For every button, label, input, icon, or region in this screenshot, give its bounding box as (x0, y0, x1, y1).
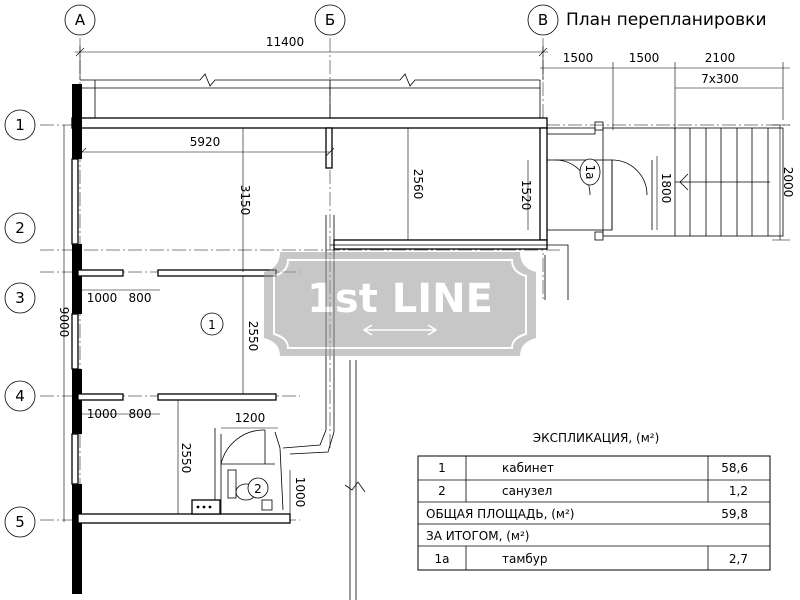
svg-text:В: В (538, 11, 548, 29)
interior-dimensions: 5920 3150 2560 2550 2550 9000 1000 800 1… (57, 124, 795, 522)
room-marker-2: 2 (247, 477, 269, 499)
svg-text:5: 5 (15, 513, 25, 531)
dim-1800: 1800 (659, 173, 673, 204)
dim-3150: 3150 (238, 185, 252, 216)
watermark-text: 1st LINE (307, 276, 493, 322)
explication-row-1-num: 1 (438, 461, 446, 475)
axis-bubble-3: 3 (4, 282, 36, 314)
dim-room-width: 5920 (190, 135, 221, 149)
axis-bubble-v: В (527, 4, 559, 36)
room-marker-1: 1 (200, 312, 224, 336)
explication-row-2-num: 2 (438, 484, 446, 498)
dim-total-height: 9000 (57, 307, 71, 338)
explication-total-value: 59,8 (721, 507, 748, 521)
explication-sum-label: ЗА ИТОГОМ, (м²) (426, 529, 529, 543)
dim-total-width: 11400 (266, 35, 304, 49)
axis-bubble-4: 4 (4, 380, 36, 412)
svg-text:2: 2 (15, 219, 25, 237)
dim-1520: 1520 (519, 180, 533, 211)
explication-table: ЭКСПЛИКАЦИЯ, (м²) 1 кабинет 58,6 2 сануз… (417, 431, 771, 571)
dim-2560: 2560 (411, 169, 425, 200)
dim-2000: 2000 (781, 167, 795, 198)
toilet-fixture (220, 429, 273, 511)
explication-row-1a-num: 1а (435, 552, 450, 566)
svg-text:2: 2 (254, 482, 262, 496)
dim-2550-lower: 2550 (179, 443, 193, 474)
dim-2550-main: 2550 (246, 321, 260, 352)
axis-bubble-1: 1 (4, 109, 36, 141)
explication-row-2-area: 1,2 (729, 484, 748, 498)
svg-text:1а: 1а (583, 165, 597, 180)
dim-800-lower: 800 (129, 407, 152, 421)
dim-1000-lower: 1000 (87, 407, 118, 421)
axis-bubble-5: 5 (4, 506, 36, 538)
axis-bubble-a: А (64, 4, 96, 36)
top-dimension-chain: 11400 1500 1500 2100 7x300 (75, 35, 790, 130)
svg-text:А: А (75, 11, 86, 29)
explication-row-1a-name: тамбур (502, 552, 548, 566)
stove-burner-3 (208, 505, 212, 509)
dim-bay-1500-a: 1500 (563, 51, 594, 65)
svg-text:1: 1 (15, 116, 25, 134)
explication-row-1a-area: 2,7 (729, 552, 748, 566)
explication-row-1-area: 58,6 (721, 461, 748, 475)
svg-text:1: 1 (208, 318, 216, 332)
stove-burner-1 (196, 505, 200, 509)
axis-bubble-2: 2 (4, 212, 36, 244)
svg-text:3: 3 (15, 289, 25, 307)
axis-bubble-b: Б (314, 4, 346, 36)
dim-1000: 1000 (293, 477, 307, 508)
stairs (602, 127, 784, 237)
stove-burner-2 (202, 505, 206, 509)
explication-row-1-name: кабинет (502, 461, 554, 475)
dim-bay-2100: 2100 (705, 51, 736, 65)
dim-1000-upper: 1000 (87, 291, 118, 305)
dim-steps: 7x300 (701, 72, 739, 86)
dim-1200: 1200 (235, 411, 266, 425)
explication-total-label: ОБЩАЯ ПЛОЩАДЬ, (м²) (426, 507, 574, 521)
room-marker-1a: 1а (579, 158, 601, 186)
explication-title: ЭКСПЛИКАЦИЯ, (м²) (533, 431, 660, 445)
svg-text:4: 4 (15, 387, 25, 405)
vestibule (546, 121, 653, 241)
upper-wall-breaks (80, 73, 541, 118)
explication-row-2-name: санузел (502, 484, 552, 498)
svg-text:Б: Б (325, 11, 335, 29)
dim-800-upper: 800 (129, 291, 152, 305)
plan-title: План перепланировки (566, 10, 767, 30)
dim-bay-1500-b: 1500 (629, 51, 660, 65)
watermark-logo: 1st LINE (264, 252, 536, 356)
building-walls (71, 84, 569, 600)
